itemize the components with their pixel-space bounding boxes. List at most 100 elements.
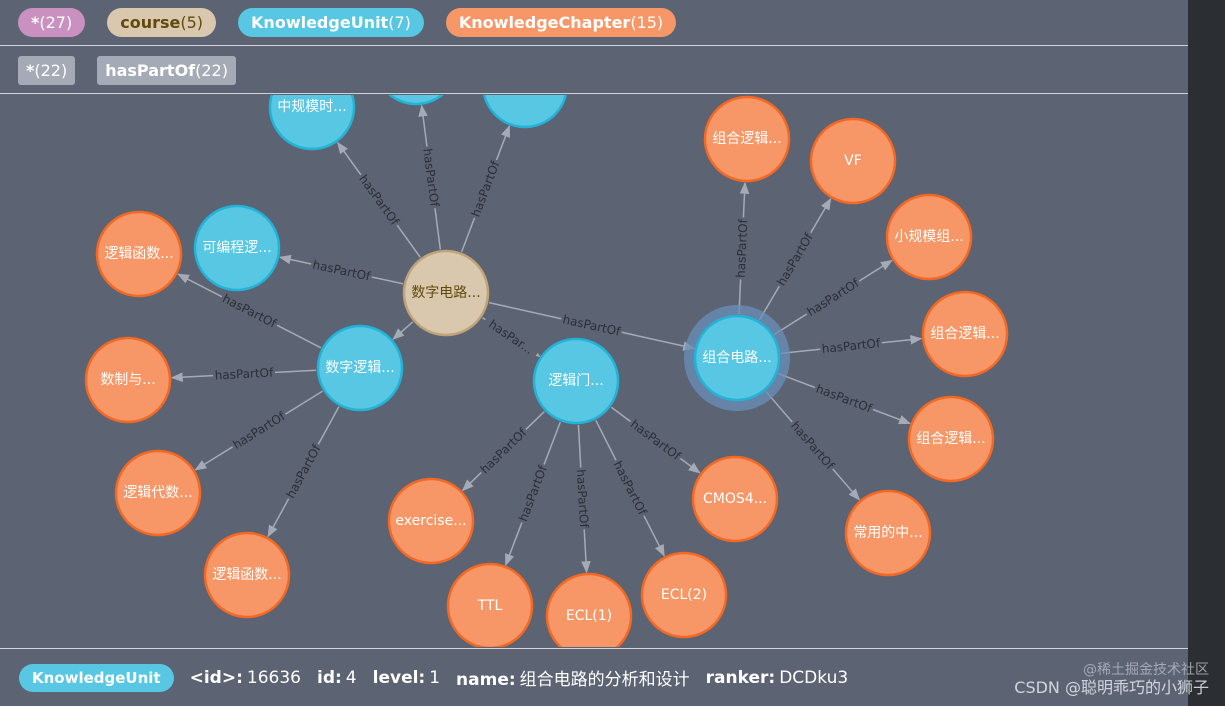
edge-label-bg: [812, 380, 876, 417]
unit-node[interactable]: [193, 204, 281, 292]
edge-label: hasPartOf: [821, 336, 881, 356]
node-caption: 中规模时...: [277, 99, 346, 115]
edge-label-bg: [475, 423, 532, 479]
chapter-node[interactable]: [691, 455, 779, 543]
edge-label: hasPartOf: [220, 291, 279, 331]
node-caption: 组合逻辑...: [930, 326, 999, 342]
rel-pill-haspartof[interactable]: hasPartOf(22): [97, 55, 236, 85]
chapter-node[interactable]: [446, 562, 534, 647]
chapter-node[interactable]: [921, 290, 1009, 378]
chapter-node[interactable]: [640, 551, 728, 639]
edge-label-bg: [559, 310, 624, 341]
node-caption: 组合逻辑...: [916, 431, 985, 447]
node-caption: CMOS4...: [703, 491, 767, 507]
edge-label: hasPartOf: [611, 459, 650, 518]
edge-label: hasPartOf: [311, 257, 372, 283]
edge-label-bg: [218, 289, 281, 333]
edge-label: hasPartOf: [804, 276, 862, 319]
edge-label-bg: [625, 415, 686, 465]
edge-label: hasPartOf: [774, 230, 816, 288]
edge-label-bg: [228, 407, 290, 454]
edge-label-bg: [786, 416, 839, 475]
edge-label-bg: [514, 461, 552, 526]
unit-node[interactable]: [482, 95, 568, 129]
node-caption: 组合逻辑...: [712, 131, 781, 147]
node-caption: 逻辑门...: [548, 373, 603, 389]
course-node[interactable]: [402, 249, 490, 337]
edge-label: hasPar...: [486, 317, 536, 357]
chapter-node[interactable]: [114, 449, 202, 537]
chapter-node[interactable]: [907, 395, 995, 483]
label-pill-knowledgechapter[interactable]: KnowledgeChapter(15): [445, 8, 677, 37]
node-caption: exercise...: [395, 513, 466, 529]
node-caption: 小规模组...: [894, 229, 963, 245]
edge-label-bg: [467, 157, 504, 221]
prop-id: id:4: [317, 667, 357, 688]
edge-label: hasPartOf: [478, 425, 530, 476]
node-caption: 可编程逻...: [202, 240, 271, 256]
label-pill-all[interactable]: *(27): [18, 8, 86, 37]
label-pill-course[interactable]: course(5): [107, 8, 217, 37]
graph-browser: *(27) course(5) KnowledgeUnit(7) Knowled…: [0, 0, 1188, 706]
prop-level: level:1: [372, 667, 441, 688]
unit-node[interactable]: [693, 314, 781, 402]
chapter-node[interactable]: [387, 477, 475, 565]
chapter-node[interactable]: [703, 95, 791, 183]
relationship-legend: *(22) hasPartOf(22): [0, 47, 1188, 94]
prop-ranker: ranker:DCDku3: [705, 667, 849, 688]
unit-node[interactable]: [268, 95, 356, 151]
node-caption: 数字逻辑...: [325, 360, 394, 376]
edge-label-bg: [572, 467, 593, 530]
edge-label-bg: [772, 228, 818, 291]
edge-label-bg: [212, 364, 276, 384]
edge-label: hasPartOf: [356, 172, 402, 228]
node-caption: 数字电路...: [411, 285, 480, 301]
edge-label: hasPartOf: [574, 469, 591, 529]
node-caption: 常用的中...: [853, 525, 922, 541]
edge-label: hasPartOf: [561, 312, 622, 339]
edge-label-bg: [819, 334, 883, 358]
node-caption: VF: [844, 153, 862, 169]
chapter-node[interactable]: [885, 193, 973, 281]
chapter-node[interactable]: [95, 210, 183, 298]
rel-pill-all[interactable]: *(22): [18, 55, 76, 85]
node-caption: 逻辑函数...: [104, 246, 173, 262]
edge-label-bg: [608, 456, 652, 520]
edge-label: hasPartOf: [230, 409, 288, 452]
edge-label: hasPartOf: [283, 442, 324, 501]
unit-node[interactable]: [316, 324, 404, 412]
chapter-node[interactable]: [84, 336, 172, 424]
edge-label-bg: [480, 312, 542, 362]
watermark: @稀土掘金技术社区 CSDN @聪明乖巧的小狮子: [1014, 662, 1209, 697]
chapter-node[interactable]: [844, 489, 932, 577]
edge-label: hasPartOf: [628, 417, 684, 464]
chapter-node[interactable]: [809, 117, 897, 205]
edge-label-bg: [281, 440, 326, 503]
chapter-node[interactable]: [545, 572, 633, 647]
edge-label-bg: [354, 170, 404, 230]
prop-name: name:组合电路的分析和设计: [456, 670, 690, 690]
node-caption: ECL(1): [566, 608, 612, 624]
status-bar: KnowledgeUnit <id>:16636 id:4 level:1 na…: [0, 648, 1188, 706]
label-pill-knowledgeunit[interactable]: KnowledgeUnit(7): [238, 8, 424, 37]
unit-node[interactable]: [532, 337, 620, 425]
chapter-node[interactable]: [203, 531, 291, 619]
relationship-edge[interactable]: [392, 321, 414, 340]
edge-label-bg: [802, 274, 864, 321]
edge-label-bg: [309, 256, 374, 285]
node-caption: 组合电路...: [702, 350, 771, 366]
status-label-pill[interactable]: KnowledgeUnit: [19, 663, 174, 692]
unit-node[interactable]: [374, 95, 458, 106]
node-label-legend: *(27) course(5) KnowledgeUnit(7) Knowled…: [0, 0, 1188, 46]
edge-label-bg: [419, 145, 443, 210]
edge-label: hasPartOf: [788, 419, 837, 473]
node-caption: TTL: [477, 598, 503, 614]
edge-label-bg: [732, 217, 752, 280]
node-caption: ECL(2): [661, 587, 707, 603]
scrollbar-gutter[interactable]: [1188, 0, 1225, 706]
edge-label: hasPartOf: [214, 365, 274, 382]
prop-internal-id: <id>:16636: [189, 667, 301, 688]
node-caption: 逻辑代数...: [123, 485, 192, 501]
